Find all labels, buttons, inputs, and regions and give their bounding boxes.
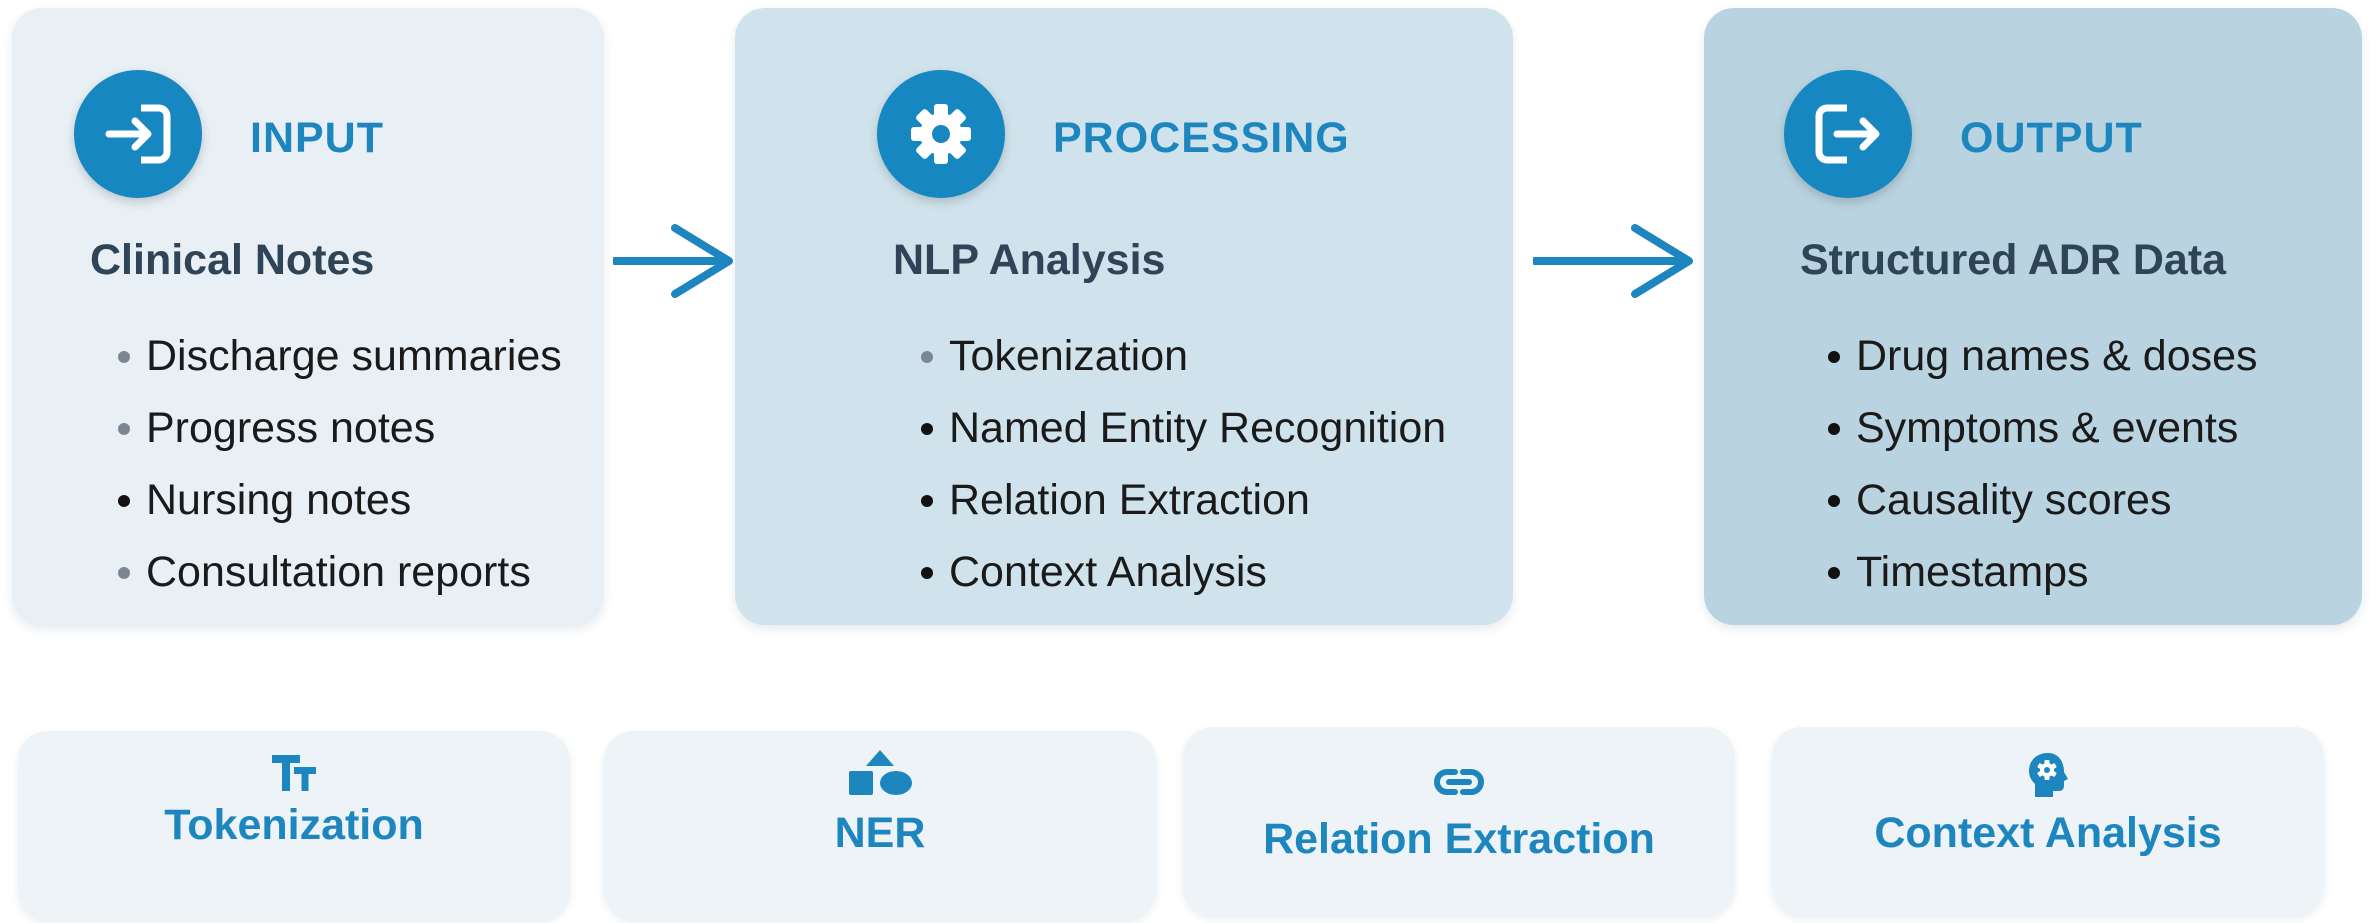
list-item: Discharge summaries (116, 320, 562, 392)
technique-label: Tokenization (164, 801, 424, 849)
technique-label: Relation Extraction (1263, 815, 1655, 863)
flow-arrow-icon (1531, 224, 1695, 303)
technique-label: NER (834, 809, 926, 857)
stage-title: Clinical Notes (90, 236, 375, 284)
list-item: Progress notes (116, 392, 562, 464)
list-item: Named Entity Recognition (919, 392, 1446, 464)
stage-label: OUTPUT (1960, 114, 2143, 162)
stage-item-list: Drug names & doses Symptoms & events Cau… (1826, 320, 2258, 608)
stage-item-list: Discharge summaries Progress notes Nursi… (116, 320, 562, 608)
text-size-icon (270, 753, 318, 798)
shapes-icon (847, 749, 913, 802)
list-item: Timestamps (1826, 536, 2258, 608)
processing-stage-card: PROCESSING NLP Analysis Tokenization Nam… (735, 8, 1513, 625)
stage-title: Structured ADR Data (1800, 236, 2227, 284)
list-item: Tokenization (919, 320, 1446, 392)
sign-in-icon (74, 70, 202, 198)
technique-label: Context Analysis (1874, 809, 2222, 857)
output-stage-card: OUTPUT Structured ADR Data Drug names & … (1704, 8, 2362, 625)
list-item: Context Analysis (919, 536, 1446, 608)
stage-item-list: Tokenization Named Entity Recognition Re… (919, 320, 1446, 608)
stage-label: INPUT (250, 114, 384, 162)
technique-card-context-analysis: Context Analysis (1772, 727, 2324, 916)
list-item: Consultation reports (116, 536, 562, 608)
stage-label: PROCESSING (1053, 114, 1350, 162)
list-item: Drug names & doses (1826, 320, 2258, 392)
input-stage-card: INPUT Clinical Notes Discharge summaries… (12, 8, 604, 625)
link-icon (1433, 765, 1485, 804)
technique-card-relation-extraction: Relation Extraction (1183, 727, 1735, 916)
list-item: Symptoms & events (1826, 392, 2258, 464)
technique-card-ner: NER (604, 731, 1156, 920)
list-item: Causality scores (1826, 464, 2258, 536)
gear-icon (877, 70, 1005, 198)
stage-title: NLP Analysis (893, 236, 1166, 284)
list-item: Nursing notes (116, 464, 562, 536)
head-gear-icon (2026, 751, 2070, 804)
flow-arrow-icon (611, 224, 735, 303)
list-item: Relation Extraction (919, 464, 1446, 536)
sign-out-icon (1784, 70, 1912, 198)
technique-card-tokenization: Tokenization (18, 731, 570, 920)
